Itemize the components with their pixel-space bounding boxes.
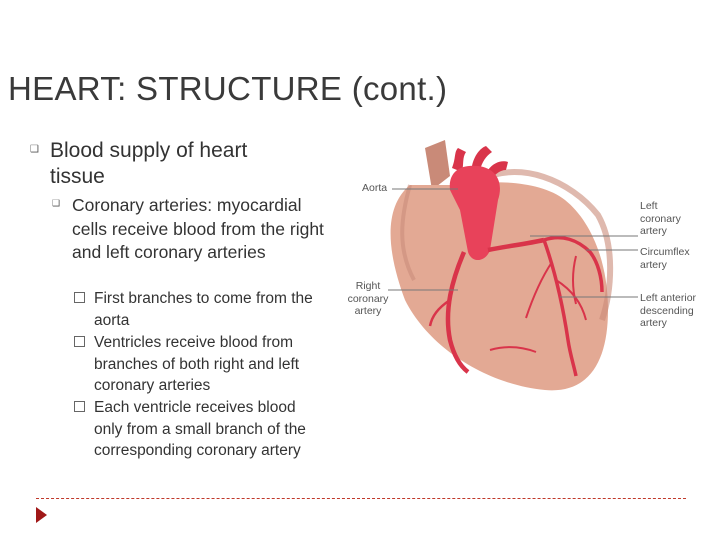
bullet-level3-text: First branches to come from the aorta [94, 290, 313, 329]
aorta-shape [449, 165, 500, 261]
heart-illustration [388, 140, 638, 391]
circumflex-path [543, 235, 604, 293]
bullet-level3-text: Each ventricle receives blood only from … [94, 399, 306, 460]
play-arrow-icon[interactable] [36, 507, 47, 523]
label-lad: Left anterior descending artery [640, 292, 697, 329]
label-aorta: Aorta [362, 182, 388, 194]
lad-branch [525, 261, 553, 319]
checkbox-icon [74, 401, 85, 412]
bullet-icon: ❑ [30, 144, 39, 155]
slide-title: HEART: STRUCTURE (cont.) [8, 70, 448, 107]
bullet-level3-text: Ventricles receive blood from branches o… [94, 334, 300, 395]
checkbox-icon [74, 336, 85, 347]
aortic-branch [472, 146, 492, 170]
heart-body [390, 182, 608, 391]
label-circumflex: Circumflex artery [640, 246, 690, 271]
circumflex-branch [572, 255, 577, 305]
bullet-icon: ❑ [52, 198, 61, 208]
label-right-coronary: Right coronary artery [347, 280, 389, 317]
aortic-branch [452, 148, 466, 172]
left-coronary-path [487, 237, 545, 253]
right-coronary-path [445, 251, 470, 374]
right-coronary-branch [428, 298, 451, 327]
footer-divider [36, 498, 686, 499]
posterior-branch [489, 346, 537, 353]
bullet-level2-text: Coronary arteries: myocardial cells rece… [72, 195, 324, 262]
checkbox-icon [74, 292, 85, 303]
heart-shadow [478, 169, 614, 321]
heart-diagram: Aorta Right coronary artery Left coronar… [340, 140, 712, 400]
bullet-level1-text: Blood supply of heart tissue [50, 139, 248, 188]
vena-cava-shape [425, 140, 450, 190]
label-left-coronary: Left coronary artery [640, 200, 681, 237]
atrium-shadow [400, 184, 416, 281]
